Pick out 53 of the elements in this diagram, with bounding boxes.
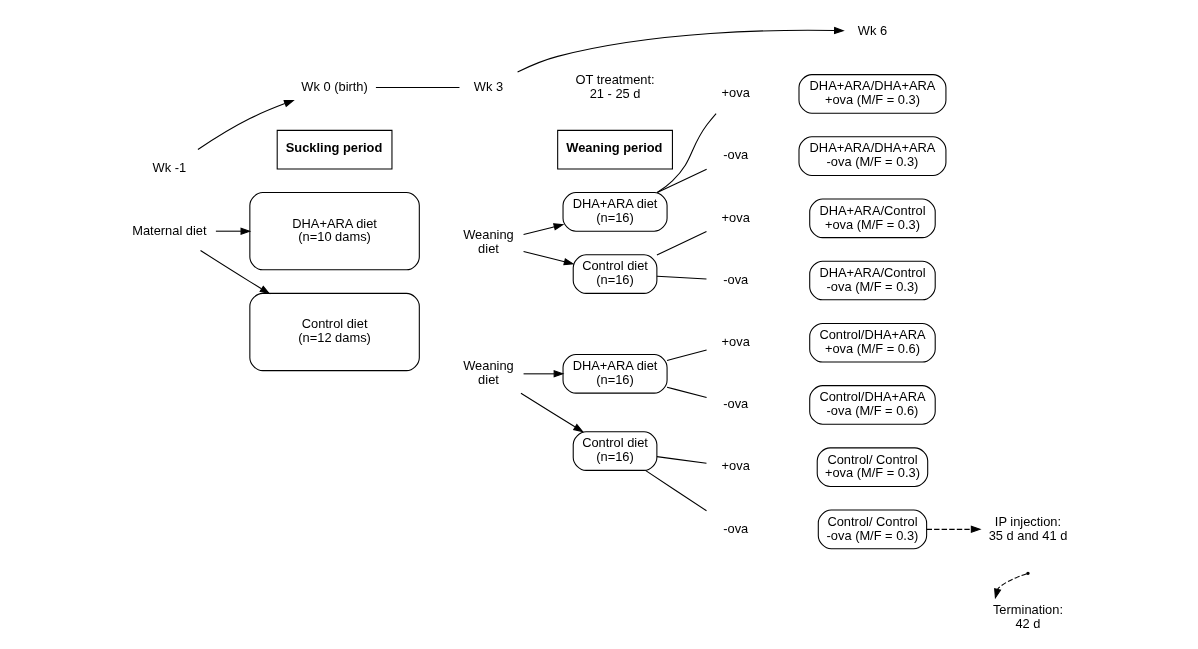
arrow [522, 370, 564, 378]
arrow [993, 573, 1027, 600]
node-box: DHA+ARA/Control +ova (M/F = 0.3) [808, 198, 936, 239]
connector [374, 86, 460, 88]
node-text: -ova [722, 396, 748, 412]
node-box: Control diet (n=12 dams) [248, 292, 420, 372]
arrow [519, 392, 584, 433]
node-box: DHA+ARA diet (n=16) [562, 354, 668, 394]
node-text: Weaning diet [462, 227, 514, 257]
node-text: Maternal diet [131, 222, 207, 238]
node-text: +ova [721, 334, 750, 350]
connector [666, 386, 707, 399]
arrow [516, 26, 845, 73]
connector [644, 469, 707, 512]
arrow [522, 223, 564, 236]
node-box: DHA+ARA diet (n=16) [562, 192, 668, 232]
connector [656, 168, 707, 194]
node-text: Wk -1 [152, 160, 186, 176]
node-box: Control/ Control +ova (M/F = 0.3) [816, 447, 928, 487]
node-box: Control diet (n=16) [572, 254, 657, 294]
node-text: Wk 6 [857, 23, 887, 39]
node-text: +ova [721, 85, 750, 101]
node-text: Wk 3 [473, 78, 503, 94]
node-box: DHA+ARA/DHA+ARA +ova (M/F = 0.3) [797, 74, 946, 114]
node-text: +ova [721, 209, 750, 225]
arrow [522, 250, 574, 266]
node-box: Suckling period [276, 129, 392, 170]
arrow [199, 249, 270, 295]
node-box: Control/DHA+ARA +ova (M/F = 0.6) [808, 322, 936, 363]
node-box: DHA+ARA diet (n=10 dams) [248, 192, 420, 271]
arrow [925, 525, 982, 534]
node-box: DHA+ARA/DHA+ARA -ova (M/F = 0.3) [797, 136, 946, 176]
node-text: -ova [722, 147, 748, 163]
node-text: IP injection: 35 d and 41 d [988, 513, 1067, 543]
node-text: +ova [721, 458, 750, 474]
connector [655, 275, 707, 280]
node-text: Termination: 42 d [992, 601, 1063, 631]
connector [656, 113, 717, 194]
node-box: Weaning period [556, 129, 673, 170]
node-text: -ova [722, 520, 748, 536]
connector [655, 231, 707, 256]
node-text: Wk 0 (birth) [300, 78, 368, 94]
connector [655, 456, 707, 464]
node-box: DHA+ARA/Control -ova (M/F = 0.3) [808, 260, 936, 301]
node-text: -ova [722, 271, 748, 287]
node-box: Control diet (n=16) [572, 431, 657, 471]
connector [666, 349, 707, 361]
arrow [196, 99, 295, 151]
label: OT treatment: 21 - 25 d [575, 71, 655, 101]
arrow [214, 227, 251, 235]
node-box: Control/ Control -ova (M/F = 0.3) [817, 509, 927, 550]
node-text: Weaning diet [462, 358, 514, 388]
node-box: Control/DHA+ARA -ova (M/F = 0.6) [808, 385, 936, 425]
